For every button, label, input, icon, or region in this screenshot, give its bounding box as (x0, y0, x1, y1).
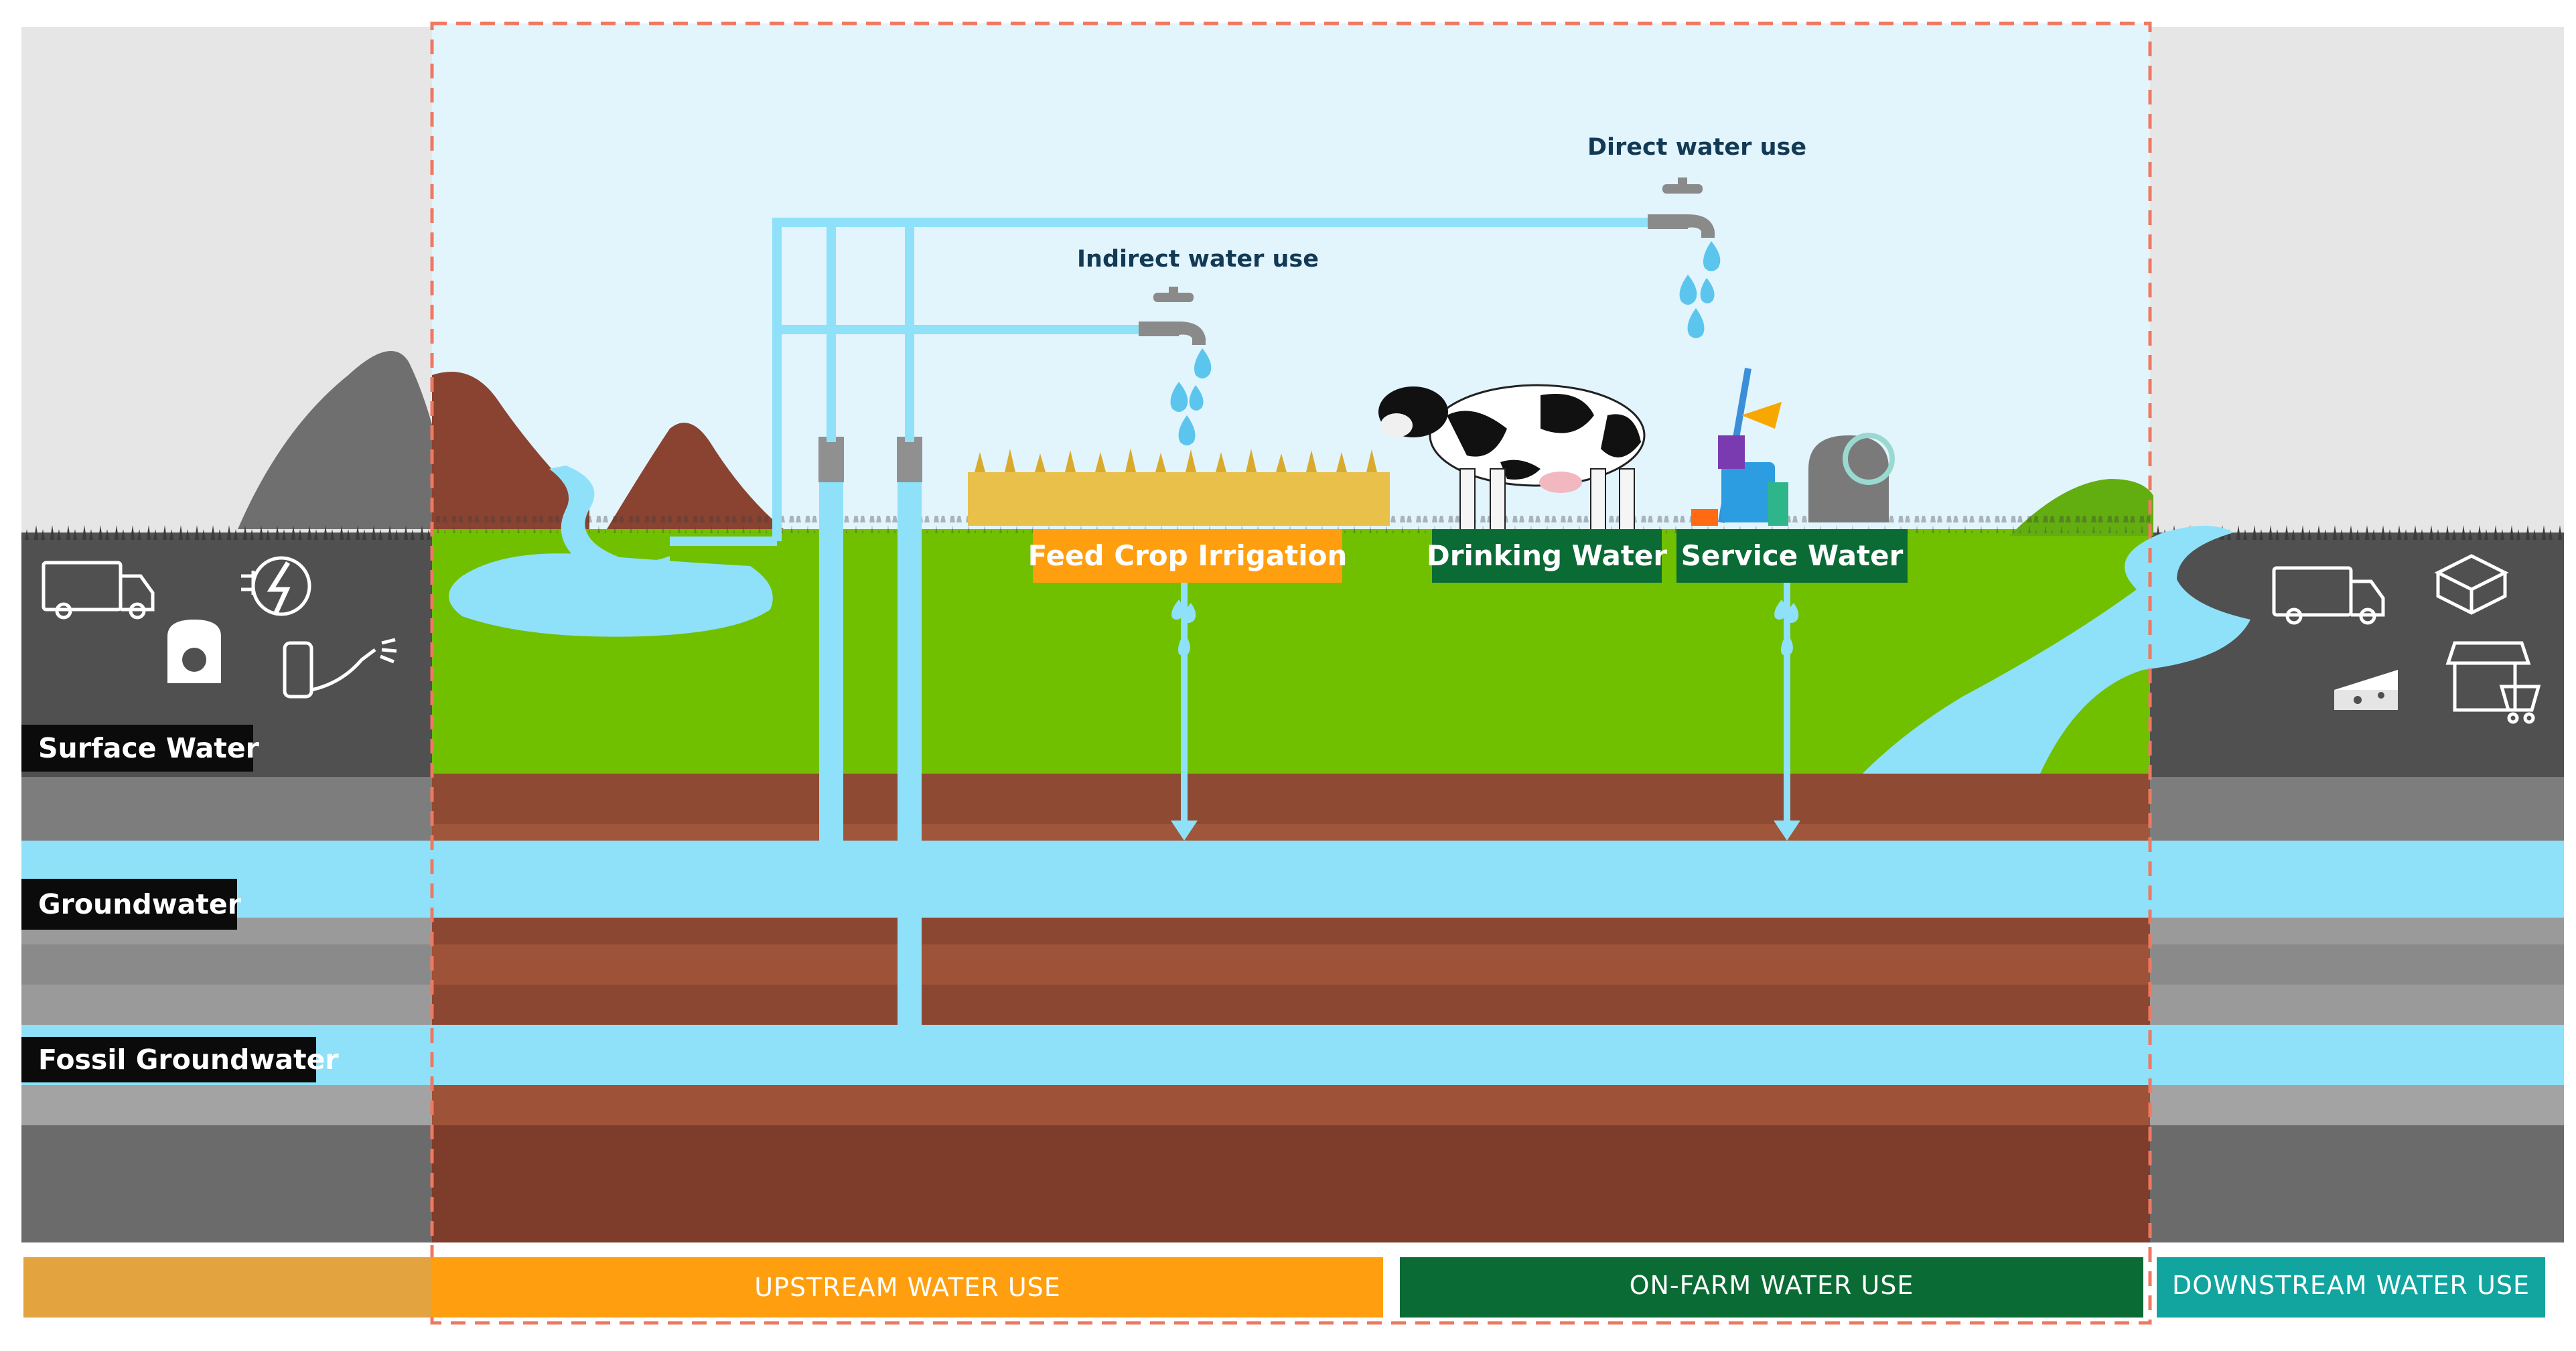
surface-water-label: Surface Water (21, 725, 259, 772)
groundwater-label: Groundwater (21, 879, 241, 930)
water-drop-icon-direct (1679, 241, 1721, 338)
faucet-icon-indirect (1139, 287, 1206, 345)
electricity-icon (241, 556, 311, 616)
mid-soil-left-band (21, 944, 435, 985)
box-icon (2434, 554, 2509, 615)
service-water-label: Service Water (1676, 529, 1908, 583)
downstream-bar (2157, 1257, 2545, 1318)
lake (449, 553, 773, 637)
stream-left (549, 466, 670, 581)
water-drop-icon-indirect (1170, 348, 1212, 445)
deep-soil-band (432, 1085, 2150, 1125)
indirect-water-use-label: Indirect water use (1077, 246, 1319, 273)
upstream-bar-left (23, 1257, 433, 1318)
sprayer-icon (283, 638, 397, 699)
well-cap-2 (897, 437, 922, 482)
feed-sack-icon (167, 620, 221, 683)
well-pipe-1 (819, 442, 843, 844)
upstream-water-use-label: UPSTREAM WATER USE (754, 1273, 1061, 1302)
deep-soil-right-band (2150, 1085, 2564, 1125)
fossil-groundwater-label: Fossil Groundwater (21, 1037, 339, 1082)
infiltration-arrow-feed (1171, 583, 1198, 841)
right-ground (2150, 532, 2564, 777)
upper-soil-side-right (2150, 777, 2564, 841)
feed-crop-irrigation-label: Feed Crop Irrigation (1028, 529, 1347, 583)
infiltration-arrow-service (1774, 583, 1800, 841)
downstream-water-use-label: DOWNSTREAM WATER USE (2172, 1271, 2530, 1300)
upper-soil-side-left (21, 777, 435, 841)
faucet-icon-direct (1648, 177, 1715, 238)
onfarm-bar (1400, 1257, 2143, 1318)
upper-soil-band (432, 824, 2150, 841)
brown-hill-left (432, 372, 589, 536)
left-grass (21, 522, 435, 540)
wheat-field (968, 448, 1390, 526)
mid-soil-right-band (2150, 944, 2564, 985)
cheese-icon (2334, 670, 2398, 710)
cow-icon (1378, 384, 1646, 531)
upstream-bar (432, 1257, 1383, 1318)
well-pipe-2 (898, 442, 922, 1025)
truck-icon (42, 561, 155, 620)
direct-water-use-label: Direct water use (1587, 134, 1807, 161)
truck-icon (2272, 566, 2385, 625)
shop-icon (2445, 641, 2541, 724)
mid-soil-band (432, 944, 2150, 985)
groundwater-layer (21, 841, 2564, 918)
river (1808, 526, 2250, 841)
deep-soil-left-band (21, 1085, 435, 1125)
brown-hill-right (603, 423, 784, 536)
on-farm-water-use-label: ON-FARM WATER USE (1629, 1271, 1914, 1300)
well-cap-1 (818, 437, 844, 482)
drinking-water-label: Drinking Water (1427, 529, 1667, 583)
fossil-groundwater-layer (21, 1025, 2564, 1085)
upstream-boundary (430, 21, 2152, 1325)
gray-mountain (238, 351, 455, 529)
cleaning-supplies-icon (1691, 368, 1895, 526)
right-sky (2150, 27, 2564, 536)
pipe-network (670, 218, 1648, 546)
